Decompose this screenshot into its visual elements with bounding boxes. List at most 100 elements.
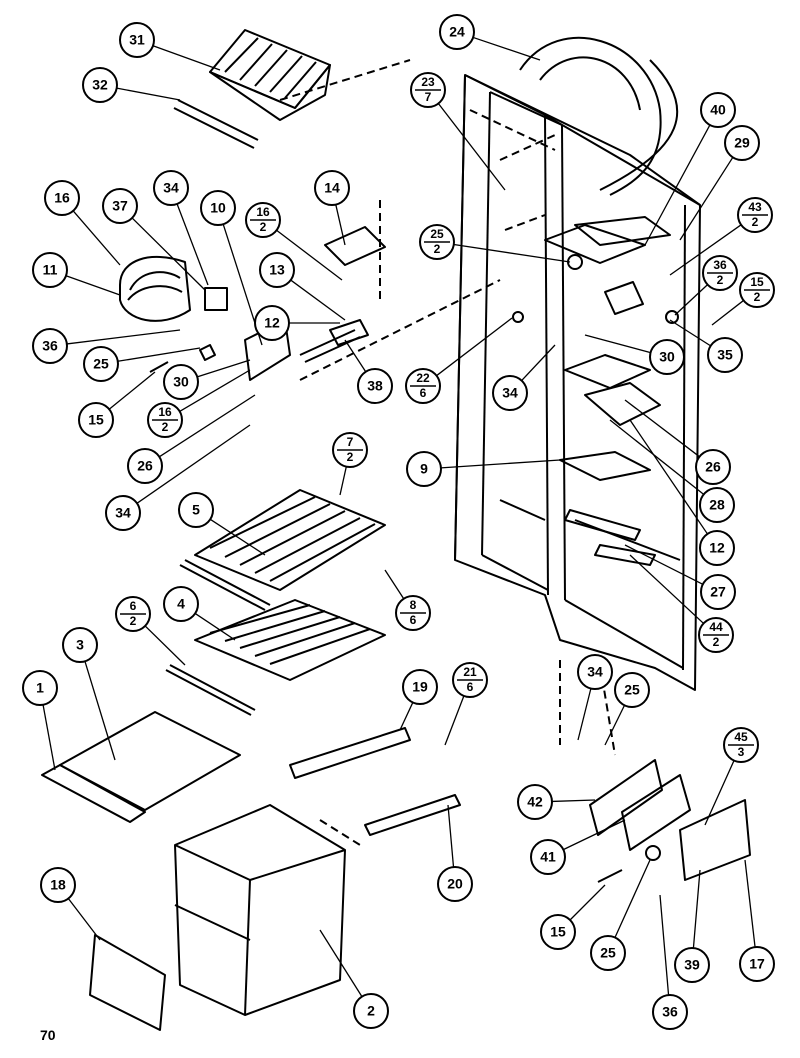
cabinet-frame: [454, 36, 701, 756]
callout-36b: 36: [652, 994, 688, 1030]
slide-rails: [289, 727, 461, 846]
callout-number: 41: [540, 849, 556, 865]
leader-line-11: [65, 275, 121, 296]
freezer-components: [512, 216, 679, 566]
leader-line-12b: [629, 419, 708, 535]
callout-number: 12: [709, 540, 725, 556]
callout-16_2b: 162: [147, 402, 183, 438]
leader-line-25c: [614, 859, 651, 938]
callout-30b: 30: [649, 339, 685, 375]
callout-number: 17: [749, 956, 765, 972]
callout-number: 34: [163, 180, 179, 196]
callout-quantity: 3: [738, 745, 745, 759]
callout-number: 5: [192, 502, 200, 518]
leader-line-14: [335, 204, 346, 246]
callout-quantity: 7: [425, 90, 432, 104]
leader-line-13: [290, 279, 346, 321]
callout-number: 8: [410, 598, 417, 612]
callout-circle: [119, 22, 155, 58]
leader-line-32: [116, 87, 181, 101]
callout-14: 14: [314, 170, 350, 206]
callout-circle: [439, 14, 475, 50]
callout-circle: [127, 448, 163, 484]
leader-line-3: [84, 661, 116, 761]
callout-18: 18: [40, 867, 76, 903]
leader-line-16a: [72, 210, 121, 266]
callout-19: 19: [402, 669, 438, 705]
callout-circle: [314, 170, 350, 206]
callout-number: 16: [54, 190, 70, 206]
callout-circle: [105, 495, 141, 531]
callout-circle: [437, 866, 473, 902]
callout-38: 38: [357, 368, 393, 404]
callout-circle: [82, 67, 118, 103]
crisper-cover: [41, 711, 241, 823]
callout-11: 11: [32, 252, 68, 288]
callout-number: 27: [710, 584, 726, 600]
ice-tray: [173, 29, 411, 149]
leader-line-20: [447, 804, 455, 868]
callout-number: 3: [76, 637, 84, 653]
callout-26b: 26: [695, 449, 731, 485]
callout-quantity: 2: [130, 614, 137, 628]
callout-28: 28: [699, 487, 735, 523]
callout-number: 38: [367, 378, 383, 394]
callout-circle: [62, 627, 98, 663]
callout-number: 34: [502, 385, 518, 401]
leader-line-37: [131, 217, 206, 291]
callout-number: 36: [662, 1004, 678, 1020]
callout-44_2: 442: [698, 617, 734, 653]
callout-circle: [153, 170, 189, 206]
callout-number: 18: [50, 877, 66, 893]
callout-number: 25: [600, 945, 616, 961]
leader-line-25a: [117, 347, 201, 362]
callout-number: 16: [256, 205, 270, 219]
callout-25b: 25: [614, 672, 650, 708]
callout-number: 44: [709, 620, 723, 634]
callout-number: 4: [177, 596, 185, 612]
leader-line-24: [472, 36, 541, 61]
leader-line-27: [624, 544, 704, 585]
callout-29: 29: [724, 125, 760, 161]
wire-shelves: [165, 489, 386, 716]
callout-3: 3: [62, 627, 98, 663]
callout-number: 15: [550, 924, 566, 940]
callout-34c: 34: [105, 495, 141, 531]
callout-circle: [22, 670, 58, 706]
leader-line-44_2: [629, 554, 704, 624]
callout-number: 30: [173, 374, 189, 390]
callout-number: 6: [130, 599, 137, 613]
callout-36a: 36: [32, 328, 68, 364]
callout-16_2a: 162: [245, 202, 281, 238]
callout-number: 9: [420, 461, 428, 477]
callout-32: 32: [82, 67, 118, 103]
callout-circle: [707, 337, 743, 373]
callout-number: 23: [421, 75, 435, 89]
callout-34b: 34: [492, 375, 528, 411]
callout-7_2: 72: [332, 432, 368, 468]
callout-circle: [699, 487, 735, 523]
leader-line-34b: [521, 344, 556, 382]
dispenser-parts: [589, 759, 751, 883]
callout-35: 35: [707, 337, 743, 373]
callout-number: 15: [750, 275, 764, 289]
callout-circle: [83, 346, 119, 382]
callout-number: 13: [269, 262, 285, 278]
callout-circle: [724, 125, 760, 161]
callout-number: 12: [264, 315, 280, 331]
callout-22_6: 226: [405, 368, 441, 404]
callout-15b: 15: [540, 914, 576, 950]
callout-circle: [102, 188, 138, 224]
callout-15_2: 152: [739, 272, 775, 308]
callout-circle: [163, 364, 199, 400]
leader-line-19: [399, 702, 414, 731]
callout-quantity: 2: [347, 450, 354, 464]
leader-line-6_2: [144, 625, 186, 666]
leader-line-25_2: [453, 243, 571, 263]
callout-number: 25: [93, 356, 109, 372]
callout-43_2: 432: [737, 197, 773, 233]
callout-number: 25: [430, 227, 444, 241]
callout-15a: 15: [78, 402, 114, 438]
leader-line-29: [679, 156, 734, 241]
